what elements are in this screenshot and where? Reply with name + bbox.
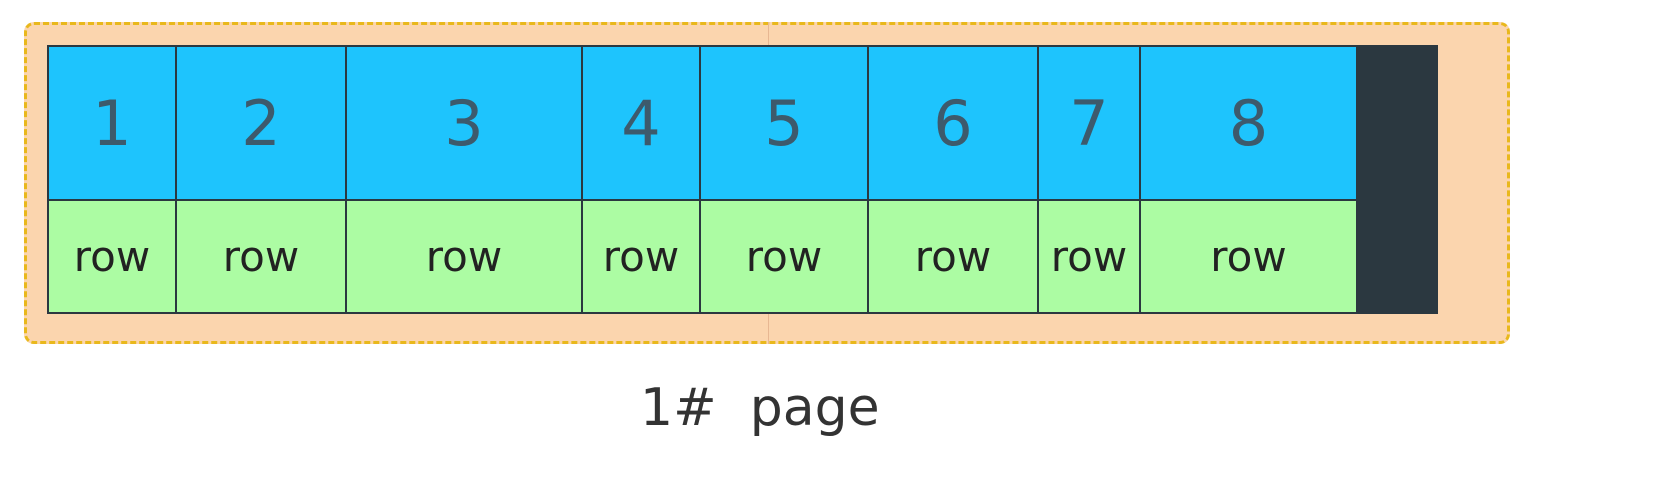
row-number: 6 [869,47,1037,201]
row-number: 8 [1141,47,1356,201]
row-cell: 4 row [583,47,701,312]
row-label: row [49,201,175,312]
row-cell: 7 row [1039,47,1141,312]
row-label: row [1141,201,1356,312]
row-cell: 3 row [347,47,583,312]
row-cell: 5 row [701,47,869,312]
row-cell: 8 row [1141,47,1356,312]
row-number: 1 [49,47,175,201]
row-cell: 6 row [869,47,1039,312]
page-caption: 1# page [640,378,880,438]
row-number: 2 [177,47,345,201]
rows-grid: 1 row 2 row 3 row 4 row 5 row 6 row 7 ro… [47,45,1438,314]
row-cell: 1 row [49,47,177,312]
row-number: 5 [701,47,867,201]
row-label: row [347,201,581,312]
row-label: row [869,201,1037,312]
row-cell: 2 row [177,47,347,312]
row-number: 7 [1039,47,1139,201]
row-label: row [583,201,699,312]
row-number: 4 [583,47,699,201]
row-label: row [701,201,867,312]
row-label: row [177,201,345,312]
row-label: row [1039,201,1139,312]
row-number: 3 [347,47,581,201]
